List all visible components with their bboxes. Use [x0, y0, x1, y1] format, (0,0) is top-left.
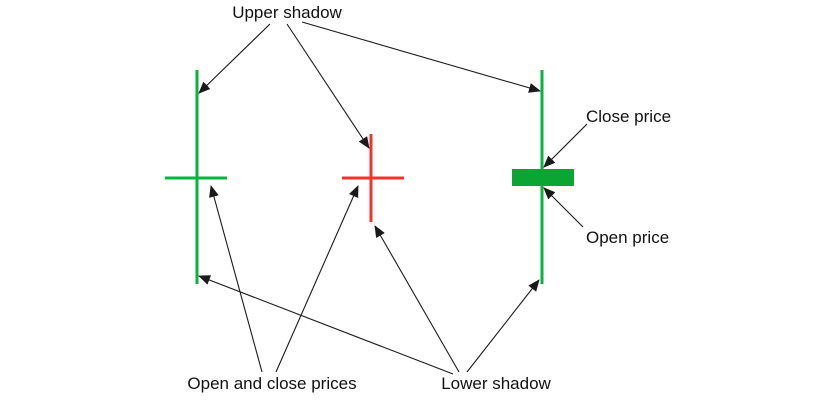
arrow-upper-shadow-to-candle-2	[286, 23, 370, 149]
arrow-upper-shadow-to-candle-3	[301, 21, 541, 93]
label-upper-shadow: Upper shadow	[232, 3, 342, 22]
label-lower-shadow: Lower shadow	[441, 374, 551, 393]
candle-green-doji	[165, 70, 227, 284]
candle-3-body	[512, 169, 574, 186]
annotation-arrows	[198, 21, 588, 375]
candle-green-body	[512, 70, 574, 284]
arrow-open-close-to-candle-1	[209, 185, 263, 373]
arrow-open-price	[543, 187, 584, 228]
label-open-price: Open price	[586, 228, 669, 247]
label-close-price: Close price	[586, 107, 671, 126]
candle-red-doji	[342, 134, 404, 222]
arrow-upper-shadow-to-candle-1	[198, 23, 271, 94]
arrow-close-price	[543, 123, 588, 168]
arrow-lower-shadow-to-candle-2	[374, 225, 460, 373]
arrow-open-close-to-candle-2	[275, 185, 359, 373]
arrow-lower-shadow-to-candle-3	[466, 279, 540, 373]
arrow-lower-shadow-to-candle-1	[198, 275, 454, 375]
label-open-and-close-prices: Open and close prices	[187, 374, 356, 393]
